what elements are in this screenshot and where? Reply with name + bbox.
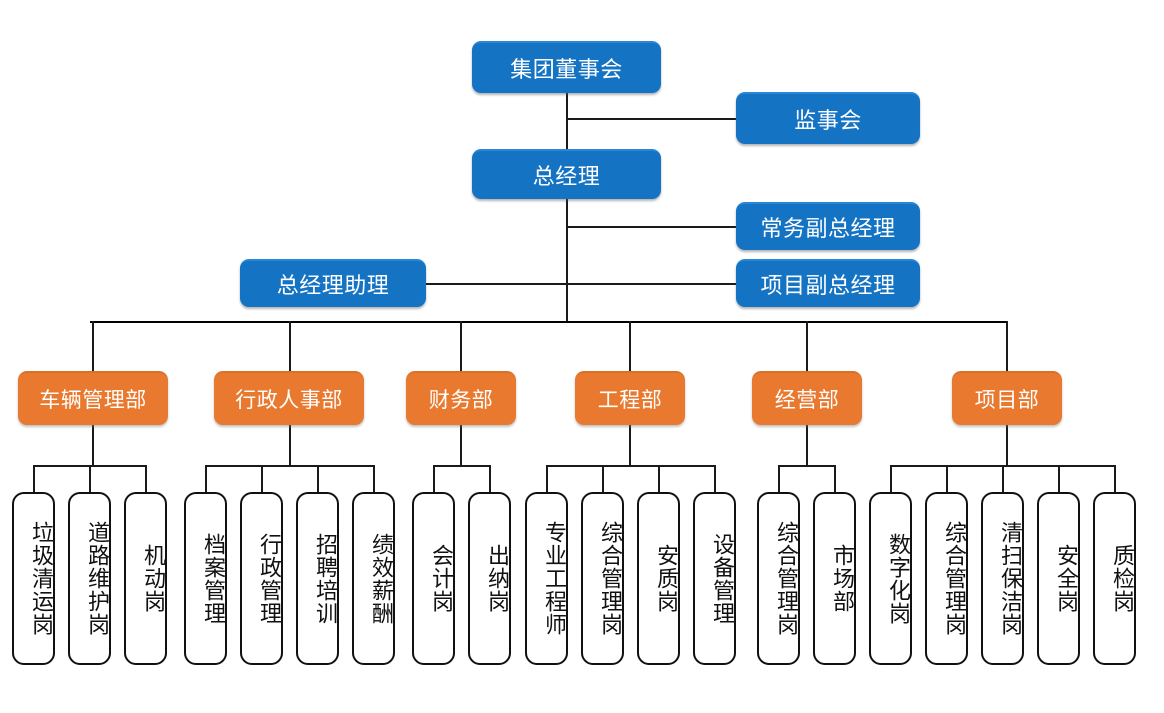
connector-leaf-drop-19 xyxy=(1058,465,1060,492)
position-label: 综合管理岗 xyxy=(598,521,623,636)
connector-leaf-drop-13 xyxy=(714,465,716,492)
connector-dept5-stem xyxy=(806,425,808,465)
node-position-13[interactable]: 设备管理 xyxy=(693,492,736,665)
position-label: 市场部 xyxy=(830,544,855,613)
connector-leaf-drop-1 xyxy=(33,465,35,492)
connector-spine-to-exec-deputy xyxy=(566,226,737,228)
node-position-10[interactable]: 专业工程师 xyxy=(525,492,568,665)
position-label: 道路维护岗 xyxy=(85,521,110,636)
connector-leaf-drop-16 xyxy=(890,465,892,492)
position-label: 会计岗 xyxy=(429,544,454,613)
node-department-engineering[interactable]: 工程部 xyxy=(575,371,685,425)
node-position-17[interactable]: 综合管理岗 xyxy=(925,492,968,665)
connector-bus-to-dept-3 xyxy=(460,321,462,371)
node-supervisory-board[interactable]: 监事会 xyxy=(736,92,920,144)
connector-leaf-drop-20 xyxy=(1114,465,1116,492)
subbus-dept3 xyxy=(433,465,489,467)
connector-board-to-gm xyxy=(566,93,568,151)
connector-leaf-drop-7 xyxy=(373,465,375,492)
node-department-vehicle-management[interactable]: 车辆管理部 xyxy=(18,371,168,425)
connector-assistant-to-spine xyxy=(425,283,567,285)
node-department-finance[interactable]: 财务部 xyxy=(406,371,516,425)
node-position-1[interactable]: 垃圾清运岗 xyxy=(12,492,55,665)
position-label: 综合管理岗 xyxy=(942,521,967,636)
connector-bus-to-dept-5 xyxy=(806,321,808,371)
node-department-project[interactable]: 项目部 xyxy=(952,371,1062,425)
node-position-6[interactable]: 招聘培训 xyxy=(296,492,339,665)
connector-dept1-stem xyxy=(92,425,94,465)
connector-leaf-drop-12 xyxy=(658,465,660,492)
subbus-dept4 xyxy=(546,465,715,467)
connector-leaf-drop-6 xyxy=(317,465,319,492)
connector-leaf-drop-10 xyxy=(546,465,548,492)
position-label: 垃圾清运岗 xyxy=(29,521,54,636)
connector-bus-to-dept-4 xyxy=(629,321,631,371)
connector-bus-to-dept-2 xyxy=(289,321,291,371)
node-executive-deputy-gm[interactable]: 常务副总经理 xyxy=(736,202,920,250)
connector-department-bus xyxy=(90,321,1008,323)
connector-dept4-stem xyxy=(629,425,631,465)
position-label: 综合管理岗 xyxy=(774,521,799,636)
subbus-dept2 xyxy=(205,465,374,467)
connector-dept3-stem xyxy=(460,425,462,465)
connector-spine-to-project-deputy xyxy=(566,283,737,285)
connector-leaf-drop-15 xyxy=(834,465,836,492)
position-label: 清扫保洁岗 xyxy=(998,521,1023,636)
node-position-4[interactable]: 档案管理 xyxy=(184,492,227,665)
node-position-3[interactable]: 机动岗 xyxy=(124,492,167,665)
subbus-dept5 xyxy=(778,465,834,467)
connector-leaf-drop-8 xyxy=(433,465,435,492)
node-gm-assistant[interactable]: 总经理助理 xyxy=(240,259,426,307)
node-position-7[interactable]: 绩效薪酬 xyxy=(352,492,395,665)
node-position-8[interactable]: 会计岗 xyxy=(412,492,455,665)
connector-leaf-drop-18 xyxy=(1002,465,1004,492)
node-position-2[interactable]: 道路维护岗 xyxy=(68,492,111,665)
connector-bus-to-dept-6 xyxy=(1006,321,1008,371)
node-position-12[interactable]: 安质岗 xyxy=(637,492,680,665)
position-label: 质检岗 xyxy=(1110,544,1135,613)
node-general-manager[interactable]: 总经理 xyxy=(472,149,661,199)
connector-dept2-stem xyxy=(289,425,291,465)
connector-leaf-drop-3 xyxy=(145,465,147,492)
node-project-deputy-gm[interactable]: 项目副总经理 xyxy=(736,259,920,307)
position-label: 专业工程师 xyxy=(542,521,567,636)
connector-leaf-drop-9 xyxy=(489,465,491,492)
position-label: 招聘培训 xyxy=(313,532,338,625)
connector-leaf-drop-4 xyxy=(205,465,207,492)
position-label: 行政管理 xyxy=(257,532,282,625)
position-label: 安全岗 xyxy=(1054,544,1079,613)
node-position-20[interactable]: 质检岗 xyxy=(1093,492,1136,665)
node-department-admin-hr[interactable]: 行政人事部 xyxy=(214,371,364,425)
position-label: 机动岗 xyxy=(141,544,166,613)
connector-gm-spine-down xyxy=(566,199,568,323)
node-position-15[interactable]: 市场部 xyxy=(813,492,856,665)
connector-dept6-stem xyxy=(1006,425,1008,465)
node-position-18[interactable]: 清扫保洁岗 xyxy=(981,492,1024,665)
position-label: 档案管理 xyxy=(201,532,226,625)
node-position-5[interactable]: 行政管理 xyxy=(240,492,283,665)
connector-leaf-drop-14 xyxy=(778,465,780,492)
node-position-19[interactable]: 安全岗 xyxy=(1037,492,1080,665)
node-position-9[interactable]: 出纳岗 xyxy=(468,492,511,665)
position-label: 出纳岗 xyxy=(485,544,510,613)
connector-leaf-drop-17 xyxy=(946,465,948,492)
connector-leaf-drop-11 xyxy=(602,465,604,492)
node-position-16[interactable]: 数字化岗 xyxy=(869,492,912,665)
node-position-14[interactable]: 综合管理岗 xyxy=(757,492,800,665)
connector-leaf-drop-2 xyxy=(89,465,91,492)
position-label: 安质岗 xyxy=(654,544,679,613)
position-label: 数字化岗 xyxy=(886,532,911,625)
position-label: 绩效薪酬 xyxy=(369,532,394,625)
connector-gm-spine-to-supervisory xyxy=(566,118,737,120)
connector-bus-to-dept-1 xyxy=(92,321,94,371)
connector-leaf-drop-5 xyxy=(261,465,263,492)
position-label: 设备管理 xyxy=(710,532,735,625)
node-position-11[interactable]: 综合管理岗 xyxy=(581,492,624,665)
node-board[interactable]: 集团董事会 xyxy=(472,41,661,93)
node-department-operations[interactable]: 经营部 xyxy=(752,371,862,425)
